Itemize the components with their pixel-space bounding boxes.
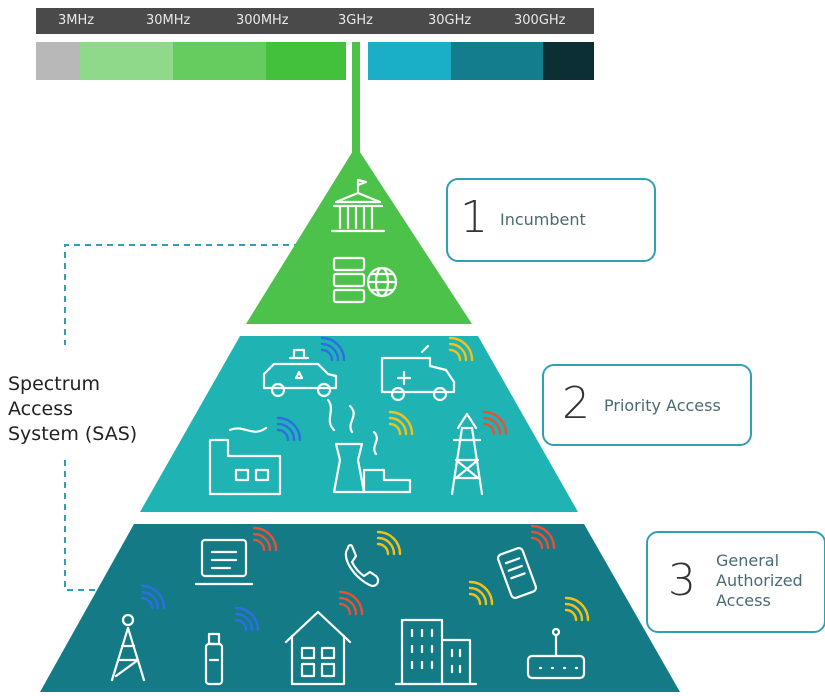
police-car-icon bbox=[262, 348, 338, 398]
cell-tower-icon bbox=[110, 613, 146, 682]
signal-icon bbox=[140, 584, 166, 610]
spectrum-gap bbox=[346, 42, 350, 80]
usb-dongle-icon bbox=[204, 632, 224, 686]
tier3-label-line: Access bbox=[716, 591, 771, 610]
sas-connector-top bbox=[64, 244, 300, 345]
server-globe-icon bbox=[332, 256, 398, 304]
sas-label-line: Spectrum bbox=[8, 373, 101, 395]
signal-icon bbox=[252, 526, 278, 552]
frequency-scale-bar: 3MHz 30MHz 300MHz 3GHz 30GHz 300GHz bbox=[36, 8, 594, 34]
tier2-number: 2 bbox=[562, 378, 590, 429]
cbrs-band-pillar bbox=[352, 42, 360, 202]
spectrum-gap bbox=[362, 42, 368, 80]
tier1-label: Incumbent bbox=[500, 210, 586, 229]
sas-label-line: Access bbox=[8, 398, 74, 420]
tier3-number: 3 bbox=[668, 555, 696, 606]
government-building-icon bbox=[330, 178, 386, 233]
tier2-label: Priority Access bbox=[604, 396, 721, 415]
spectrum-segment bbox=[173, 42, 266, 80]
signal-icon bbox=[564, 596, 590, 622]
ambulance-icon bbox=[380, 344, 456, 402]
signal-icon bbox=[338, 590, 364, 616]
spectrum-color-bar bbox=[36, 42, 594, 80]
sas-connector-bottom bbox=[64, 460, 112, 591]
spectrum-segment bbox=[543, 42, 594, 80]
signal-icon bbox=[276, 416, 302, 442]
signal-icon bbox=[530, 524, 556, 550]
office-building-icon bbox=[394, 618, 478, 686]
spectrum-segment bbox=[451, 42, 543, 80]
house-icon bbox=[284, 610, 352, 686]
signal-icon bbox=[234, 606, 260, 632]
spectrum-segment bbox=[80, 42, 173, 80]
signal-icon bbox=[388, 410, 414, 436]
freq-label-300ghz: 300GHz bbox=[514, 13, 566, 28]
tier2-priority-access bbox=[140, 336, 578, 512]
phone-icon bbox=[344, 544, 380, 588]
laptop-icon bbox=[194, 538, 254, 586]
factory-icon bbox=[208, 426, 282, 496]
signal-icon bbox=[376, 530, 402, 556]
spectrum-segment bbox=[36, 42, 80, 80]
signal-icon bbox=[482, 410, 508, 436]
freq-label-30mhz: 30MHz bbox=[146, 13, 191, 28]
transmission-tower-icon bbox=[450, 412, 484, 496]
power-plant-icon bbox=[326, 398, 412, 494]
freq-label-300mhz: 300MHz bbox=[236, 13, 289, 28]
signal-icon bbox=[448, 336, 474, 362]
tier3-box: 3 General Authorized Access bbox=[646, 531, 825, 633]
tier2-box: 2 Priority Access bbox=[542, 364, 752, 446]
spectrum-segment bbox=[368, 42, 451, 80]
signal-icon bbox=[468, 580, 494, 606]
router-icon bbox=[526, 627, 586, 680]
tier3-label-line: General bbox=[716, 551, 780, 570]
spectrum-segment bbox=[266, 42, 346, 80]
tier3-label: General Authorized Access bbox=[716, 551, 803, 611]
freq-label-3ghz: 3GHz bbox=[338, 13, 373, 28]
freq-label-3mhz: 3MHz bbox=[58, 13, 95, 28]
freq-label-30ghz: 30GHz bbox=[428, 13, 472, 28]
tier3-label-line: Authorized bbox=[716, 571, 803, 590]
tier1-incumbent bbox=[246, 146, 472, 324]
sas-label-line: System (SAS) bbox=[8, 423, 138, 445]
tier1-number: 1 bbox=[460, 192, 488, 243]
tier1-box: 1 Incumbent bbox=[446, 178, 656, 262]
sas-label: Spectrum Access System (SAS) bbox=[8, 372, 137, 447]
signal-icon bbox=[320, 336, 346, 362]
mobile-phone-icon bbox=[496, 546, 538, 600]
